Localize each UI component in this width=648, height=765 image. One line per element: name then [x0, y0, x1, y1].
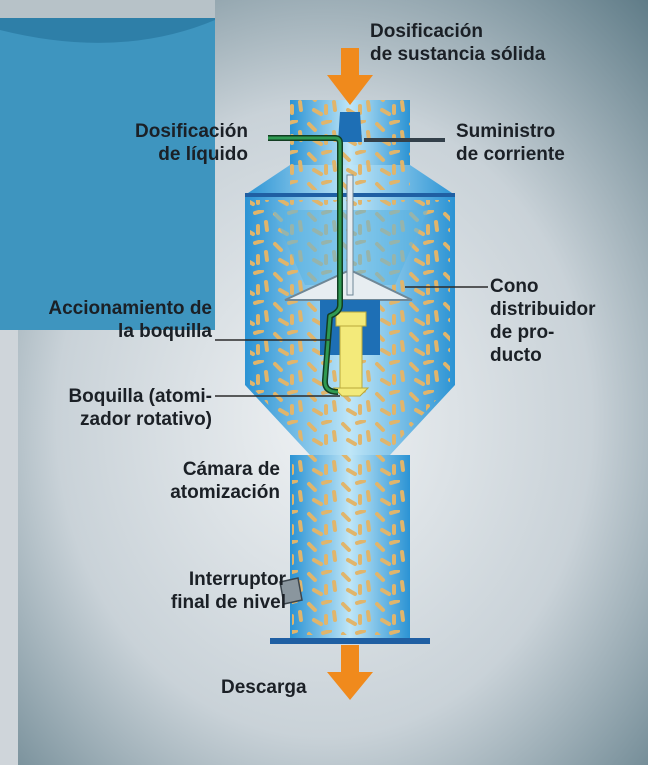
label-nozzle-drive: Accionamiento de la boquilla: [48, 297, 212, 343]
cone-shaft: [347, 175, 353, 295]
nozzle-head: [336, 312, 366, 326]
label-power-supply: Suministro de corriente: [456, 120, 565, 166]
nozzle-body: [340, 326, 362, 388]
feed-nozzle: [338, 112, 362, 142]
label-discharge: Descarga: [221, 676, 307, 699]
label-distributor-cone: Cono distribuidor de pro- ducto: [490, 275, 596, 367]
label-chamber: Cámara de atomización: [170, 458, 280, 504]
inlet-arrow: [327, 48, 373, 105]
label-nozzle: Boquilla (atomi- zador rotativo): [68, 385, 212, 431]
discharge-arrow: [327, 645, 373, 700]
label-level-switch: Interruptor final de nivel: [171, 568, 286, 614]
label-solid-dosing: Dosificación de sustancia sólida: [370, 20, 545, 66]
label-liquid-dosing: Dosificación de líquido: [135, 120, 248, 166]
